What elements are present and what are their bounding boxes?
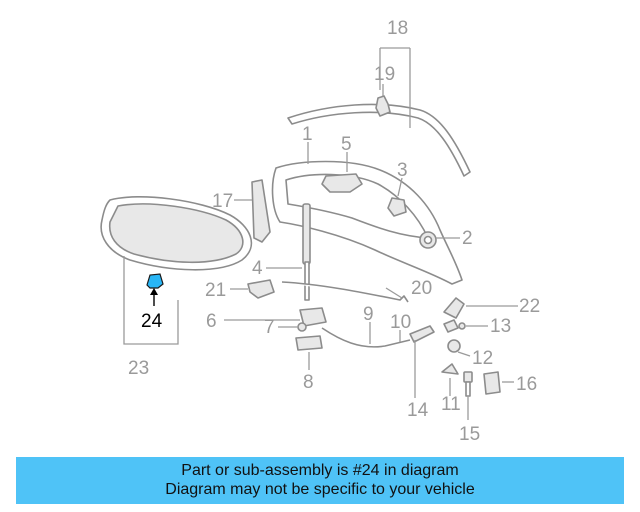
banner-line-part: Part or sub-assembly is #24 in diagram [181, 462, 459, 479]
callout-15: 15 [459, 424, 480, 445]
callout-14: 14 [407, 400, 429, 421]
insulator-pad [100, 196, 253, 271]
support-strut [302, 203, 311, 301]
callout-12: 12 [472, 348, 493, 369]
callout-19: 19 [374, 64, 395, 85]
lock-cylinder [295, 335, 323, 351]
leader-12 [457, 351, 471, 357]
callout-16: 16 [516, 374, 537, 395]
callout-3: 3 [397, 160, 408, 181]
hinge [251, 179, 271, 243]
callout-8: 8 [303, 372, 314, 393]
callout-7: 7 [264, 317, 275, 338]
parts-diagram: 18 19 1 5 3 2 17 4 21 20 22 6 7 9 10 13 … [100, 18, 540, 445]
clip-11 [441, 363, 459, 375]
clip-13 [443, 319, 466, 333]
callout-23: 23 [128, 358, 149, 379]
callout-1: 1 [302, 124, 313, 145]
callout-9: 9 [363, 304, 374, 325]
banner-line-disclaimer: Diagram may not be specific to your vehi… [165, 481, 475, 498]
callout-13: 13 [490, 316, 511, 337]
callout-20: 20 [411, 278, 432, 299]
nut-12 [447, 339, 461, 353]
lock-bumper [387, 197, 407, 217]
leader-18 [379, 47, 411, 128]
leader-3 [397, 177, 403, 197]
striker-plate [443, 297, 465, 319]
leader-24-arrow [150, 288, 158, 295]
callout-11: 11 [441, 394, 461, 415]
leader-23 [123, 256, 179, 345]
insulator-clip [146, 273, 164, 289]
plug-15 [463, 371, 473, 397]
callout-6: 6 [206, 311, 217, 332]
leader-20 [385, 287, 403, 299]
callout-22: 22 [519, 296, 540, 317]
callout-2: 2 [462, 228, 473, 249]
weatherstrip [287, 103, 471, 177]
latch [299, 307, 327, 327]
callout-24: 24 [141, 311, 163, 332]
lid-bracket [321, 173, 363, 193]
grommet [419, 231, 437, 249]
release-lever [409, 325, 435, 343]
weatherstrip-clip [375, 95, 391, 117]
callout-5: 5 [341, 134, 352, 155]
callout-21: 21 [205, 280, 226, 301]
bracket-21 [247, 279, 275, 299]
trunk-lid [271, 160, 463, 285]
callout-10: 10 [390, 312, 411, 333]
latch-bolt [297, 322, 307, 332]
info-banner: Part or sub-assembly is #24 in diagram D… [16, 457, 624, 504]
bumper-16 [483, 371, 501, 395]
torsion-rod [281, 281, 409, 303]
release-cable [321, 327, 411, 348]
callout-17: 17 [212, 191, 233, 212]
callout-18: 18 [387, 18, 408, 39]
callout-4: 4 [252, 258, 263, 279]
